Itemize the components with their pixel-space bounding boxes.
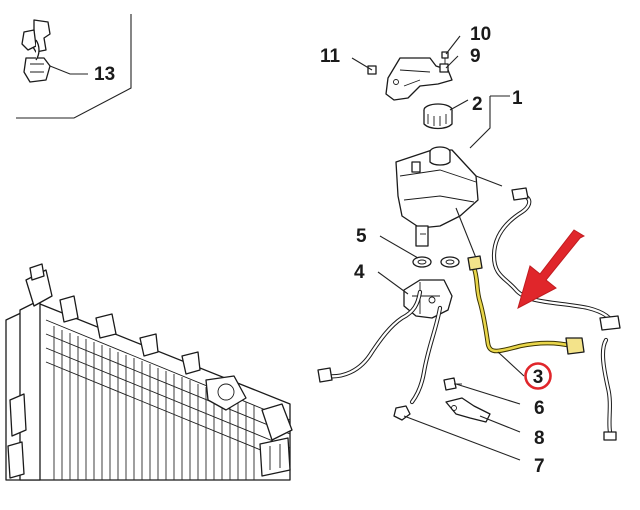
inset-panel bbox=[16, 14, 132, 119]
highlight-ring bbox=[524, 362, 552, 390]
clip-part-13 bbox=[21, 19, 51, 83]
callout-3: 3 bbox=[533, 367, 544, 388]
radiator-assembly bbox=[5, 263, 293, 481]
callout-8: 8 bbox=[534, 428, 545, 449]
screw-part-9 bbox=[439, 63, 449, 73]
callout-13: 13 bbox=[94, 64, 115, 85]
callout-1: 1 bbox=[512, 88, 523, 109]
highlighted-callout-3: 3 bbox=[524, 362, 552, 390]
callout-4: 4 bbox=[354, 262, 365, 283]
bolt-part-6 bbox=[443, 377, 462, 391]
callout-6: 6 bbox=[534, 398, 545, 419]
callout-2: 2 bbox=[472, 94, 483, 115]
callout-10: 10 bbox=[470, 24, 491, 45]
red-pointer-arrow bbox=[517, 229, 586, 309]
callout-5: 5 bbox=[356, 226, 367, 247]
callout-11: 11 bbox=[320, 46, 341, 67]
mounting-bracket bbox=[385, 57, 453, 101]
reservoir-cap-part-2 bbox=[423, 103, 453, 130]
radiator-fins bbox=[53, 326, 255, 480]
highlighted-hose-part-3 bbox=[467, 255, 585, 355]
expansion-tank-part-1 bbox=[395, 146, 479, 247]
coolant-hose-left bbox=[317, 289, 443, 405]
callout-9: 9 bbox=[470, 46, 481, 67]
grommet-part-5 bbox=[412, 256, 460, 268]
callout-labels: 13 10 9 11 2 1 5 4 6 8 7 bbox=[94, 24, 545, 477]
callout-7: 7 bbox=[534, 456, 545, 477]
coolant-hose-right bbox=[491, 187, 621, 441]
clip-part-8 bbox=[445, 397, 491, 423]
